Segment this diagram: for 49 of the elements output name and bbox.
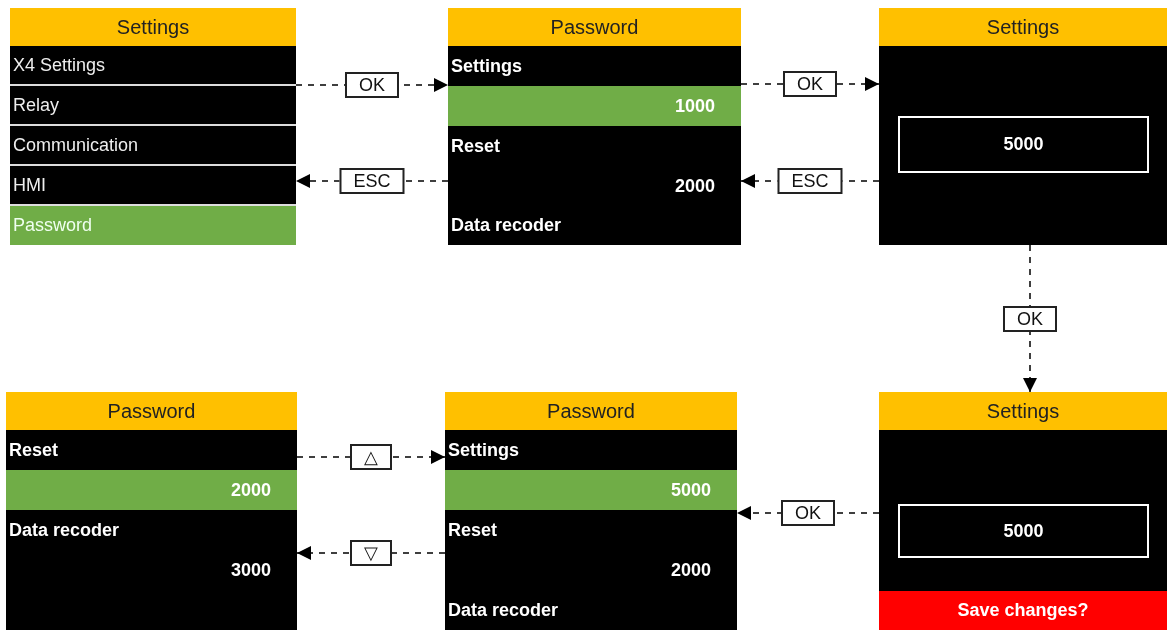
menu-item: Settings [448, 439, 519, 461]
menu-item: Relay [13, 94, 60, 116]
screen-panel [10, 8, 296, 245]
menu-item: Reset [451, 135, 501, 157]
key-label: OK [345, 72, 399, 98]
selected-value [445, 470, 737, 510]
item-text: 5000 [670, 479, 711, 501]
menu-item: Reset [9, 439, 59, 461]
screen-panel [879, 392, 1167, 630]
selected-item [10, 206, 296, 245]
menu-item: Reset [448, 519, 498, 541]
menu-item: Data recoder [448, 599, 559, 621]
screen-title: Password [448, 8, 741, 46]
menu-item: HMI [13, 174, 46, 196]
prompt-text: Save changes? [957, 600, 1089, 621]
key-label: ▽ [350, 540, 392, 566]
selected-value [448, 86, 741, 126]
key-label: ESC [339, 168, 405, 194]
value-row: 2000 [674, 175, 715, 197]
value-field [898, 504, 1149, 558]
key-label: OK [781, 500, 835, 526]
menu-item: X4 Settings [13, 54, 106, 76]
screen-panel [879, 8, 1167, 245]
screen-title: Settings [10, 8, 296, 46]
value-field [898, 116, 1149, 173]
screen-panel [6, 392, 297, 630]
prompt-bar [879, 591, 1167, 630]
selected-value [6, 470, 297, 510]
key-label: OK [783, 71, 837, 97]
key-label: △ [350, 444, 392, 470]
menu-item: Communication [13, 134, 139, 156]
screen-title: Password [6, 392, 297, 430]
screen-panel [445, 392, 737, 630]
screen-title: Settings [879, 8, 1167, 46]
value-row: 2000 [670, 559, 711, 581]
screen-panel [448, 8, 741, 245]
value-row: 3000 [230, 559, 271, 581]
menu-item: Data recoder [9, 519, 120, 541]
item-text: 5000 [1003, 520, 1044, 542]
key-label: ESC [777, 168, 843, 194]
screen-title: Settings [879, 392, 1167, 430]
item-text: 2000 [230, 479, 271, 501]
item-text: Password [13, 215, 93, 236]
screen-title: Password [445, 392, 737, 430]
item-text: 1000 [674, 95, 715, 117]
menu-item: Data recoder [451, 215, 562, 236]
key-label: OK [1003, 305, 1057, 332]
item-text: 5000 [1003, 134, 1044, 155]
menu-item: Settings [451, 55, 522, 77]
